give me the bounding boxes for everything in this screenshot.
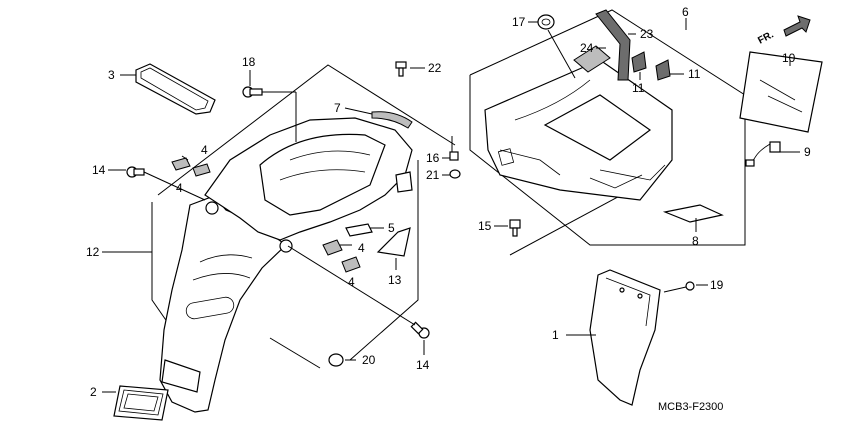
callout-4a: 4: [201, 143, 208, 157]
callout-7: 7: [334, 101, 341, 115]
callout-4d: 4: [348, 275, 355, 289]
rubber-band[interactable]: [135, 63, 216, 115]
callout-14b: 14: [416, 358, 430, 372]
callout-13: 13: [388, 273, 402, 287]
plate[interactable]: [376, 227, 411, 257]
callout-4c: 4: [358, 241, 365, 255]
callout-6: 6: [682, 5, 689, 19]
callout-1: 1: [552, 328, 559, 342]
pad-24[interactable]: [573, 45, 611, 73]
wire-harness[interactable]: [745, 141, 781, 167]
cushions[interactable]: [171, 157, 361, 273]
seal-strip[interactable]: [371, 111, 413, 129]
callout-5: 5: [388, 221, 395, 235]
callout-3: 3: [108, 68, 115, 82]
strap-23[interactable]: [595, 9, 631, 81]
callout-11b: 11: [688, 67, 701, 81]
label-sticker[interactable]: [739, 51, 823, 133]
diagram-code: MCB3-F2300: [658, 401, 723, 413]
mudguard[interactable]: [589, 269, 661, 406]
clip-17[interactable]: [537, 14, 576, 79]
bolt-15[interactable]: [509, 219, 521, 237]
bolt-14-lower[interactable]: [287, 245, 430, 339]
callout-9: 9: [804, 145, 811, 159]
seal-8[interactable]: [662, 204, 724, 223]
front-direction-label: FR.: [756, 29, 776, 46]
callout-22: 22: [428, 61, 442, 75]
fender-upper-body[interactable]: [204, 117, 413, 241]
bolt-18[interactable]: [242, 86, 297, 142]
callout-2: 2: [90, 385, 97, 399]
front-direction-arrow: [783, 15, 811, 37]
callout-21: 21: [426, 168, 440, 182]
nut-20[interactable]: [328, 353, 344, 367]
callout-4b: 4: [176, 181, 183, 195]
cushions-11[interactable]: [631, 51, 671, 81]
callout-23: 23: [640, 27, 654, 41]
screw-19[interactable]: [663, 281, 695, 293]
callout-12: 12: [86, 245, 100, 259]
callout-16: 16: [426, 151, 440, 165]
callout-8: 8: [692, 234, 699, 248]
callout-15: 15: [478, 219, 492, 233]
reflector[interactable]: [113, 385, 169, 421]
bolt-22[interactable]: [395, 61, 407, 77]
leader-lines: [102, 18, 800, 393]
collar-16[interactable]: [449, 136, 459, 161]
pad[interactable]: [345, 223, 373, 237]
callout-11a: 11: [632, 81, 645, 95]
callout-20: 20: [362, 353, 376, 367]
callout-24: 24: [580, 41, 594, 55]
callout-10: 10: [782, 51, 796, 65]
callout-19: 19: [710, 278, 724, 292]
callout-labels: 1 2 3 4 4 4 4 5 6 7 8 9 10 11 11 12 13 1…: [86, 5, 811, 399]
callout-17: 17: [512, 15, 526, 29]
callout-18: 18: [242, 55, 256, 69]
bolt-14-upper[interactable]: [126, 166, 206, 201]
storage-tray[interactable]: [484, 59, 673, 201]
grommet-21[interactable]: [449, 169, 461, 179]
callout-14a: 14: [92, 163, 106, 177]
